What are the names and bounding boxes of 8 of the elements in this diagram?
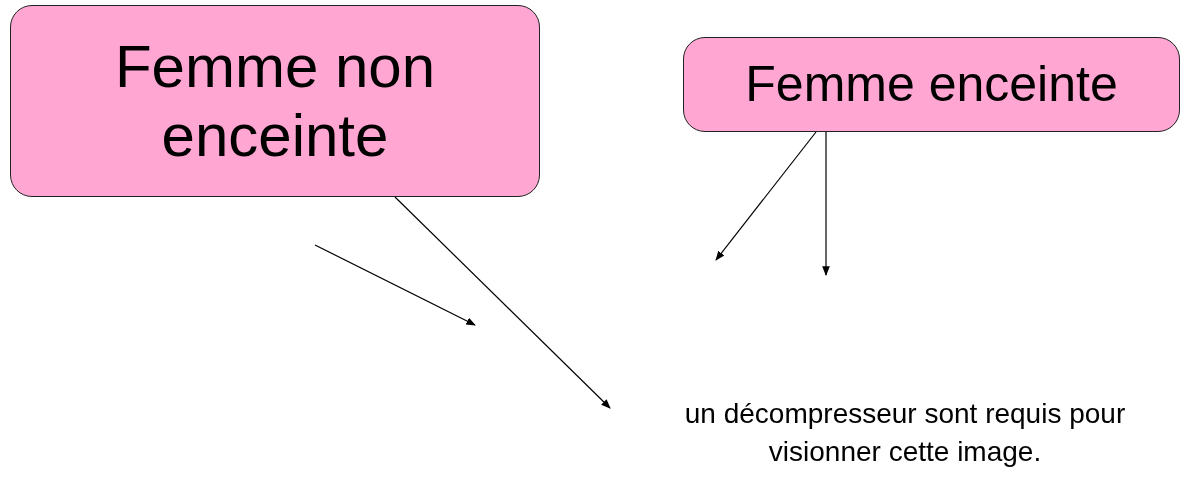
arrow [715, 131, 817, 261]
arrow [394, 196, 611, 409]
arrow [822, 131, 830, 276]
placeholder-note: un décompresseur sont requis pour visionner cette image. [683, 397, 1127, 469]
rounded-box [10, 5, 540, 197]
rounded-box [683, 37, 1180, 132]
node-text: Femme enceinte [744, 55, 1119, 114]
node-text: Femme non enceinte [113, 32, 437, 170]
